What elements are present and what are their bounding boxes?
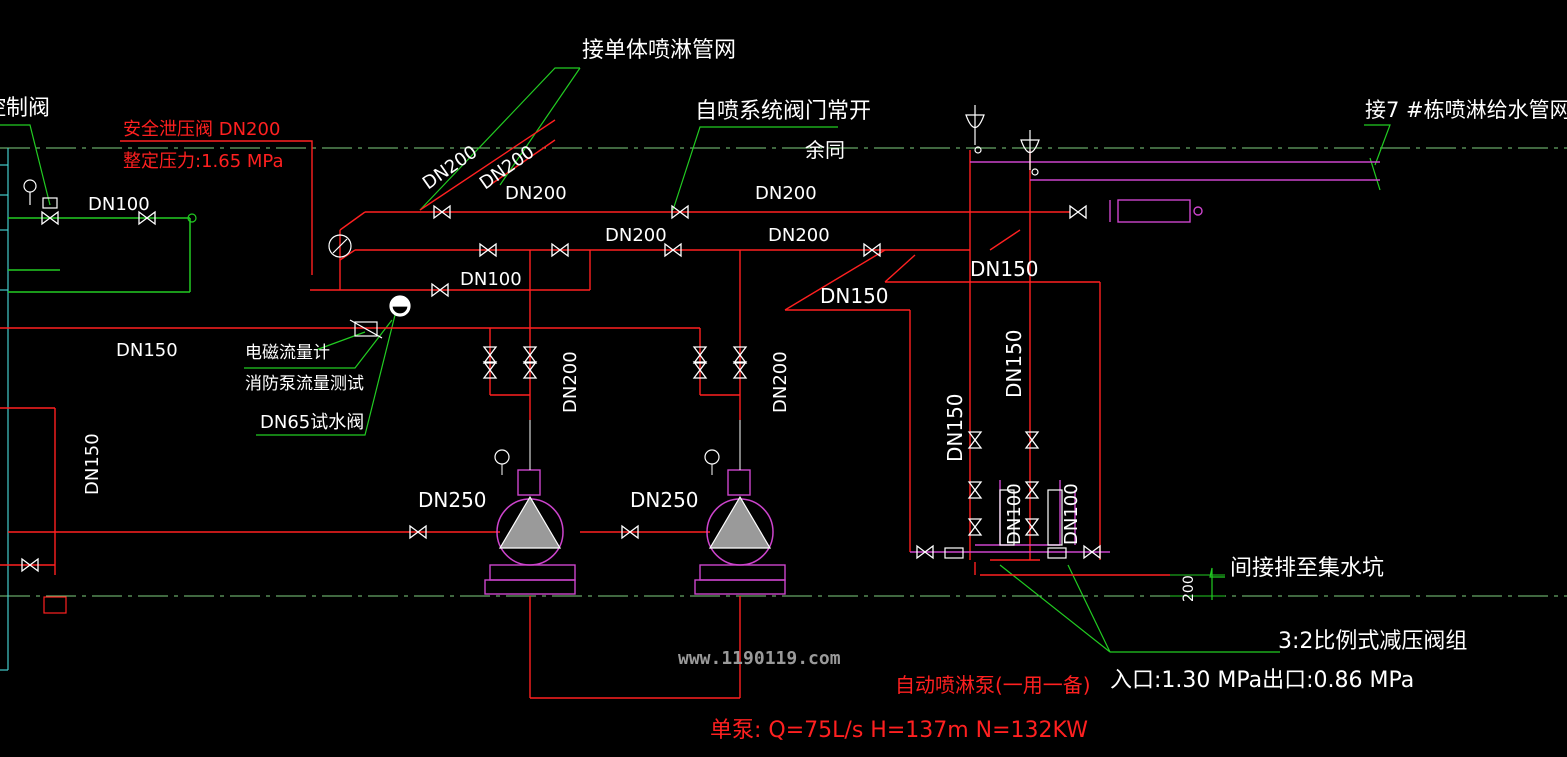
pump-2 (704, 420, 774, 566)
drain-to-sump-label: 间接排至集水坑 (1230, 556, 1384, 581)
dn200-vert-2: DN200 (770, 351, 791, 413)
dn100-mid: DN100 (460, 269, 522, 290)
dn100-left: DN100 (88, 194, 150, 215)
dimension-200 (1170, 570, 1225, 600)
set-pressure-label: 整定压力:1.65 MPa (123, 151, 283, 172)
axis-lines (0, 147, 1567, 597)
tank-outline (0, 148, 9, 671)
same-rest-label: 余同 (805, 138, 845, 162)
pump-title-label: 自动喷淋泵(一用一备) (895, 673, 1091, 697)
dn250-1: DN250 (418, 488, 487, 512)
flowmeter-label: 电磁流量计 (245, 343, 330, 363)
pump-1 (494, 420, 564, 566)
dn150-left: DN150 (116, 340, 178, 361)
dn200-b: DN200 (755, 183, 817, 204)
connect-single-sprinkler-label: 接单体喷淋管网 (582, 38, 736, 63)
pump-spec-label: 单泵: Q=75L/s H=137m N=132KW (710, 718, 1088, 743)
text-labels: 控制阀 安全泄压阀 DN200 整定压力:1.65 MPa 接单体喷淋管网 DN… (0, 38, 1567, 743)
dn150-right: DN150 (970, 257, 1039, 281)
dn200-a: DN200 (505, 183, 567, 204)
connect-bldg7-label: 接7 #栋喷淋给水管网 (1365, 98, 1567, 122)
flow-test-label: 消防泵流量测试 (245, 374, 364, 394)
dn200-c: DN200 (605, 225, 667, 246)
leader-lines (0, 67, 1391, 653)
dn200-vert-1: DN200 (560, 351, 581, 413)
prv-pressures-label: 入口:1.30 MPa出口:0.86 MPa (1110, 668, 1414, 693)
dn150-vert-right1: DN150 (1002, 329, 1026, 398)
dn150-vert-right2: DN150 (943, 393, 967, 462)
relief-valve-label: 安全泄压阀 DN200 (123, 119, 280, 140)
dn200-diag-1: DN200 (419, 142, 482, 195)
valve-normally-open-label: 自喷系统阀门常开 (695, 99, 871, 124)
dn250-2: DN250 (630, 488, 699, 512)
prv-group-label: 3:2比例式减压阀组 (1278, 629, 1467, 654)
watermark: www.1190119.com (678, 648, 841, 669)
dn150-mid: DN150 (820, 284, 889, 308)
dn100-vert-2: DN100 (1061, 483, 1082, 545)
dimension-200-label: 200 (1181, 575, 1197, 602)
dn100-vert-1: DN100 (1004, 483, 1025, 545)
red-piping (0, 119, 1170, 699)
test-valve-label: DN65试水阀 (260, 412, 364, 433)
control-valve-label: 控制阀 (0, 96, 50, 121)
dn200-d: DN200 (768, 225, 830, 246)
green-piping-left (8, 217, 191, 293)
instruments (23, 105, 1067, 614)
dn150-vert-left: DN150 (82, 433, 103, 495)
